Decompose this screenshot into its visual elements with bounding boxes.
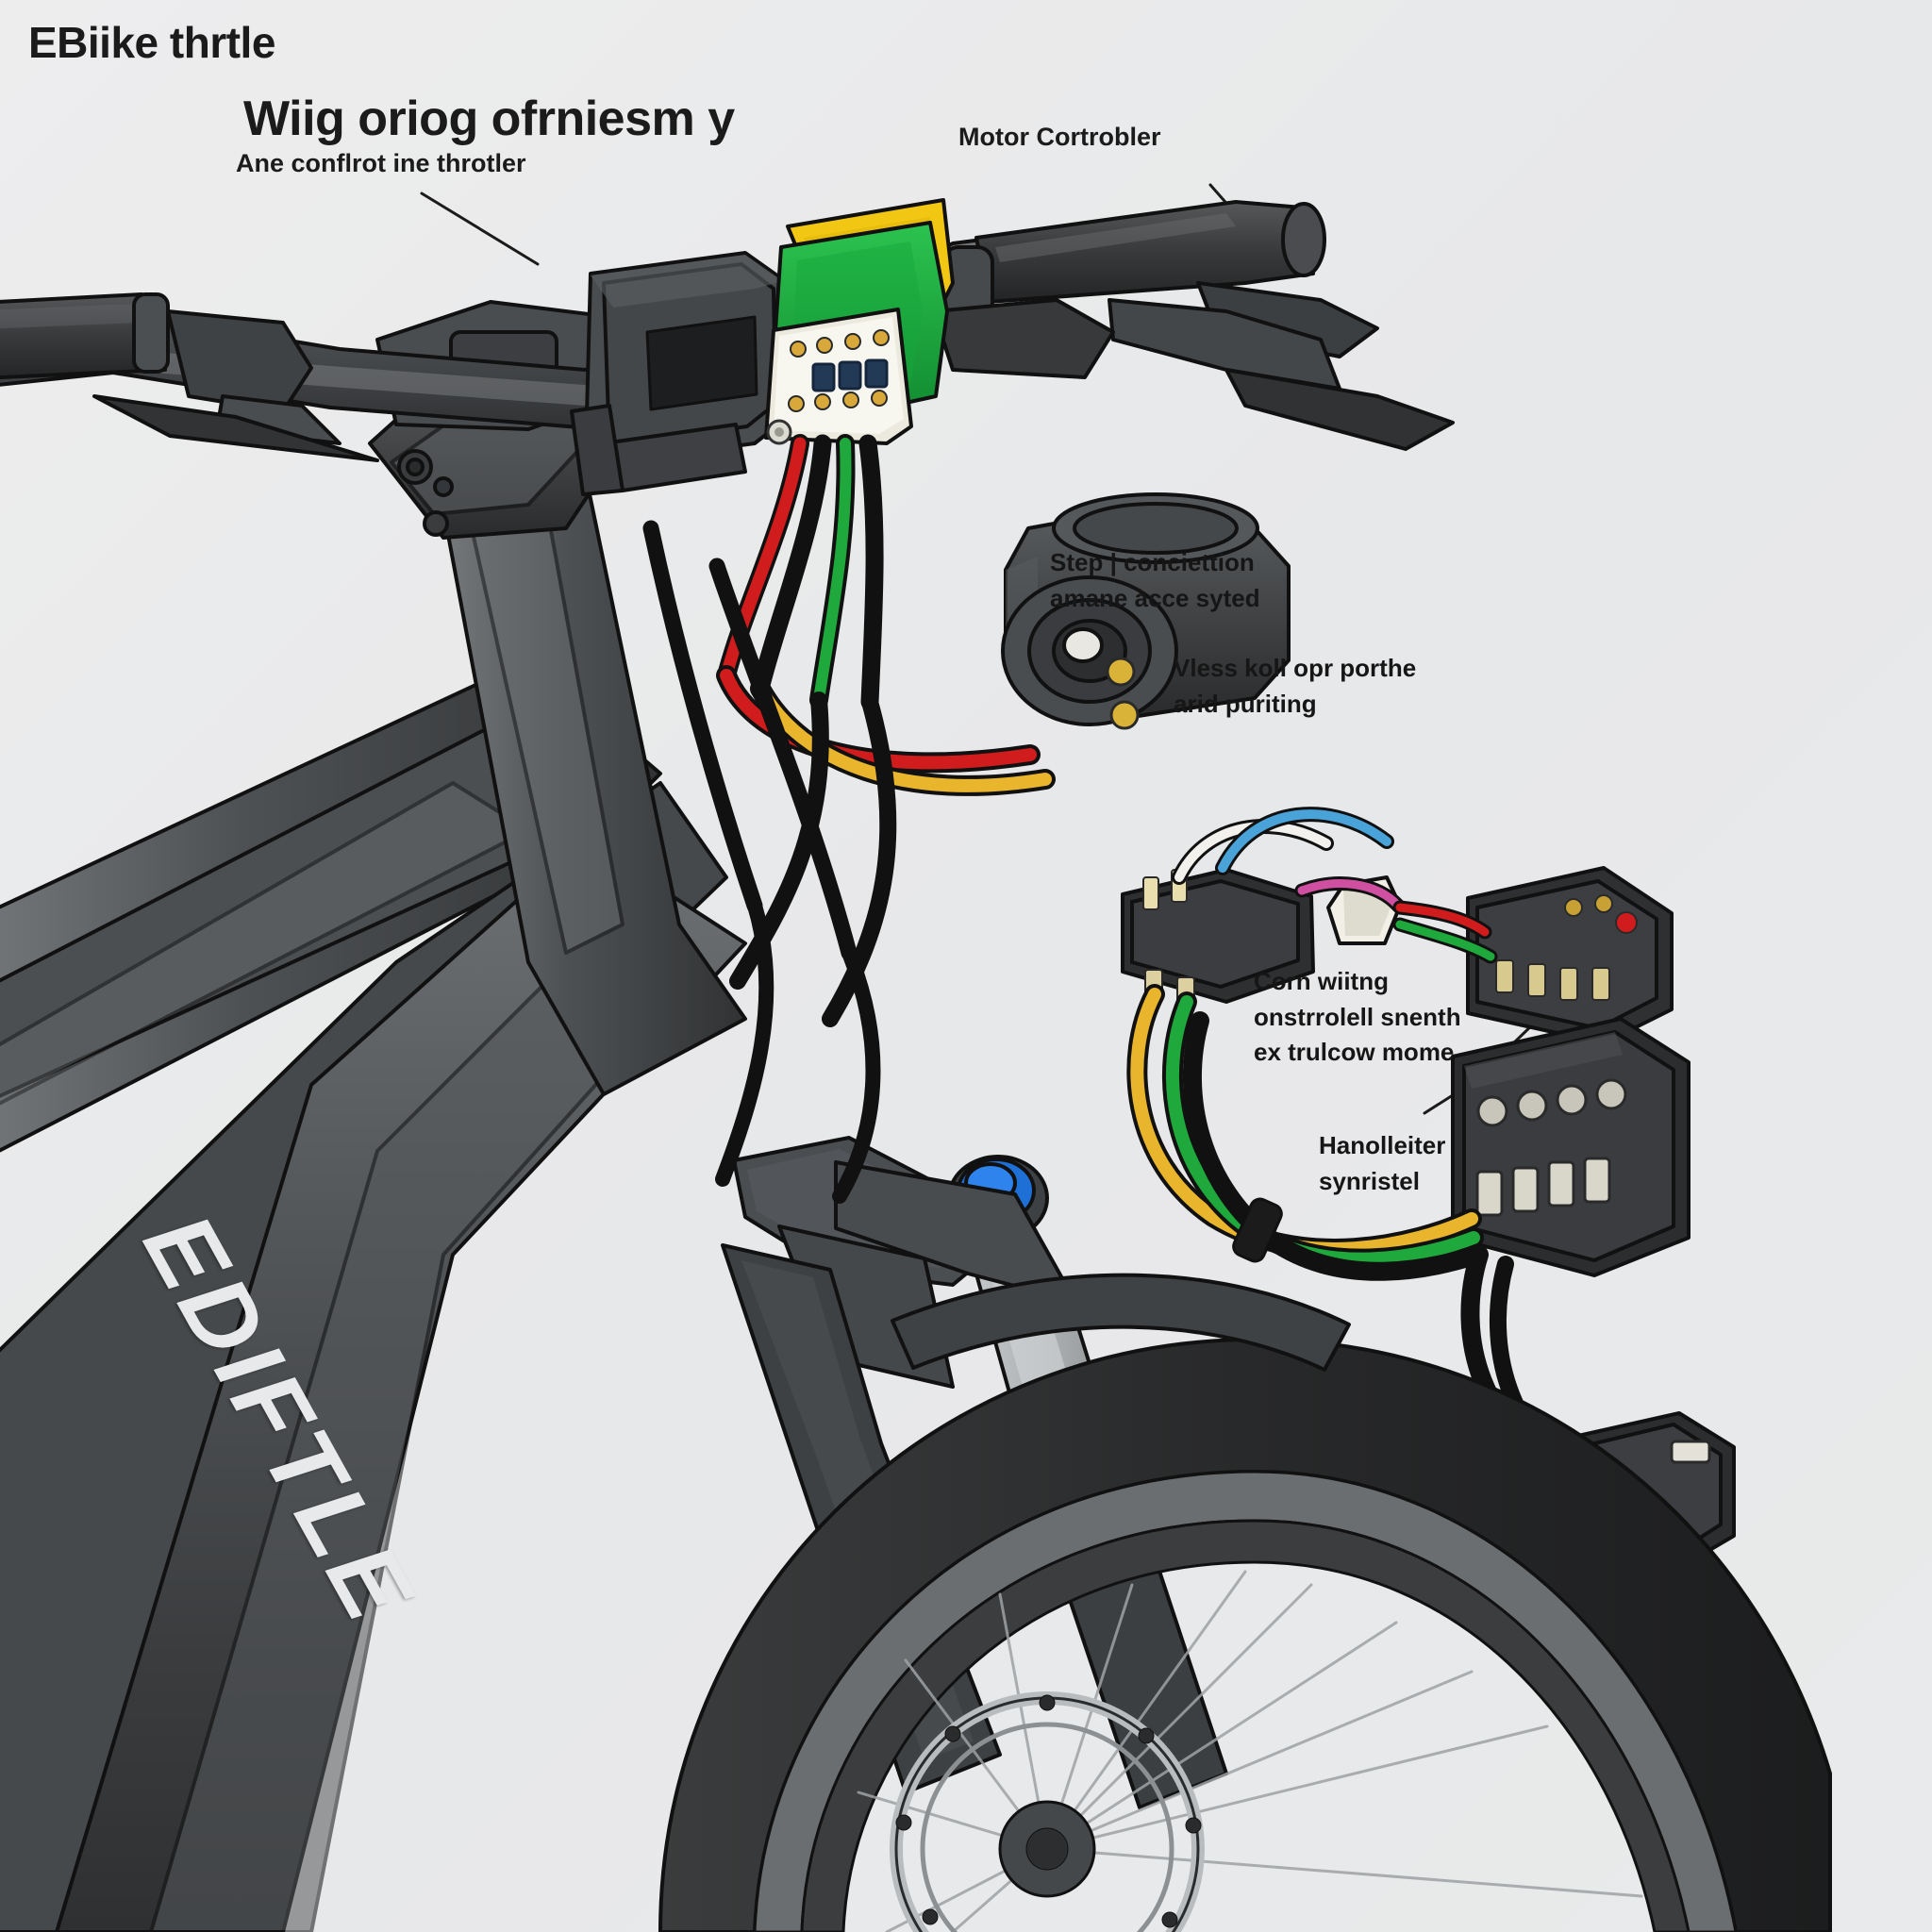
callout-motor-controller-label: Motor Cortrobler	[958, 123, 1161, 151]
brake-lever-right	[932, 281, 1455, 451]
throttle-control-pcb	[764, 198, 955, 445]
callout-throttle-label: Ane conflrot ine throtler	[236, 149, 526, 177]
grip-left	[0, 292, 170, 380]
annotation-handle-system: Hanolleiter synristel	[1319, 1131, 1446, 1195]
front-fender	[891, 1273, 1351, 1372]
wire-connector-block	[1121, 866, 1690, 1277]
annotation-corn-wiring: Corn wiitng onstrrolell snenth ex trulco…	[1254, 967, 1461, 1067]
grip-right	[941, 200, 1326, 323]
page-title: EBiike thrtle	[28, 18, 275, 67]
frame-cable-routing	[715, 898, 881, 1204]
motor-controller-box	[1001, 492, 1291, 730]
annotation-step-connection: Step | conciettion amane àcce syted	[1050, 548, 1260, 612]
front-disc-rotor	[890, 1691, 1205, 1932]
handlebar-display	[570, 251, 792, 496]
brake-lever-left	[92, 309, 379, 462]
throttle-wire-harness	[642, 434, 1056, 1027]
page-subtitle: Wiig oriog ofrniesm y	[243, 92, 735, 146]
annotation-vless-koll: Vless koll opr porthe arid puriting	[1174, 654, 1417, 718]
